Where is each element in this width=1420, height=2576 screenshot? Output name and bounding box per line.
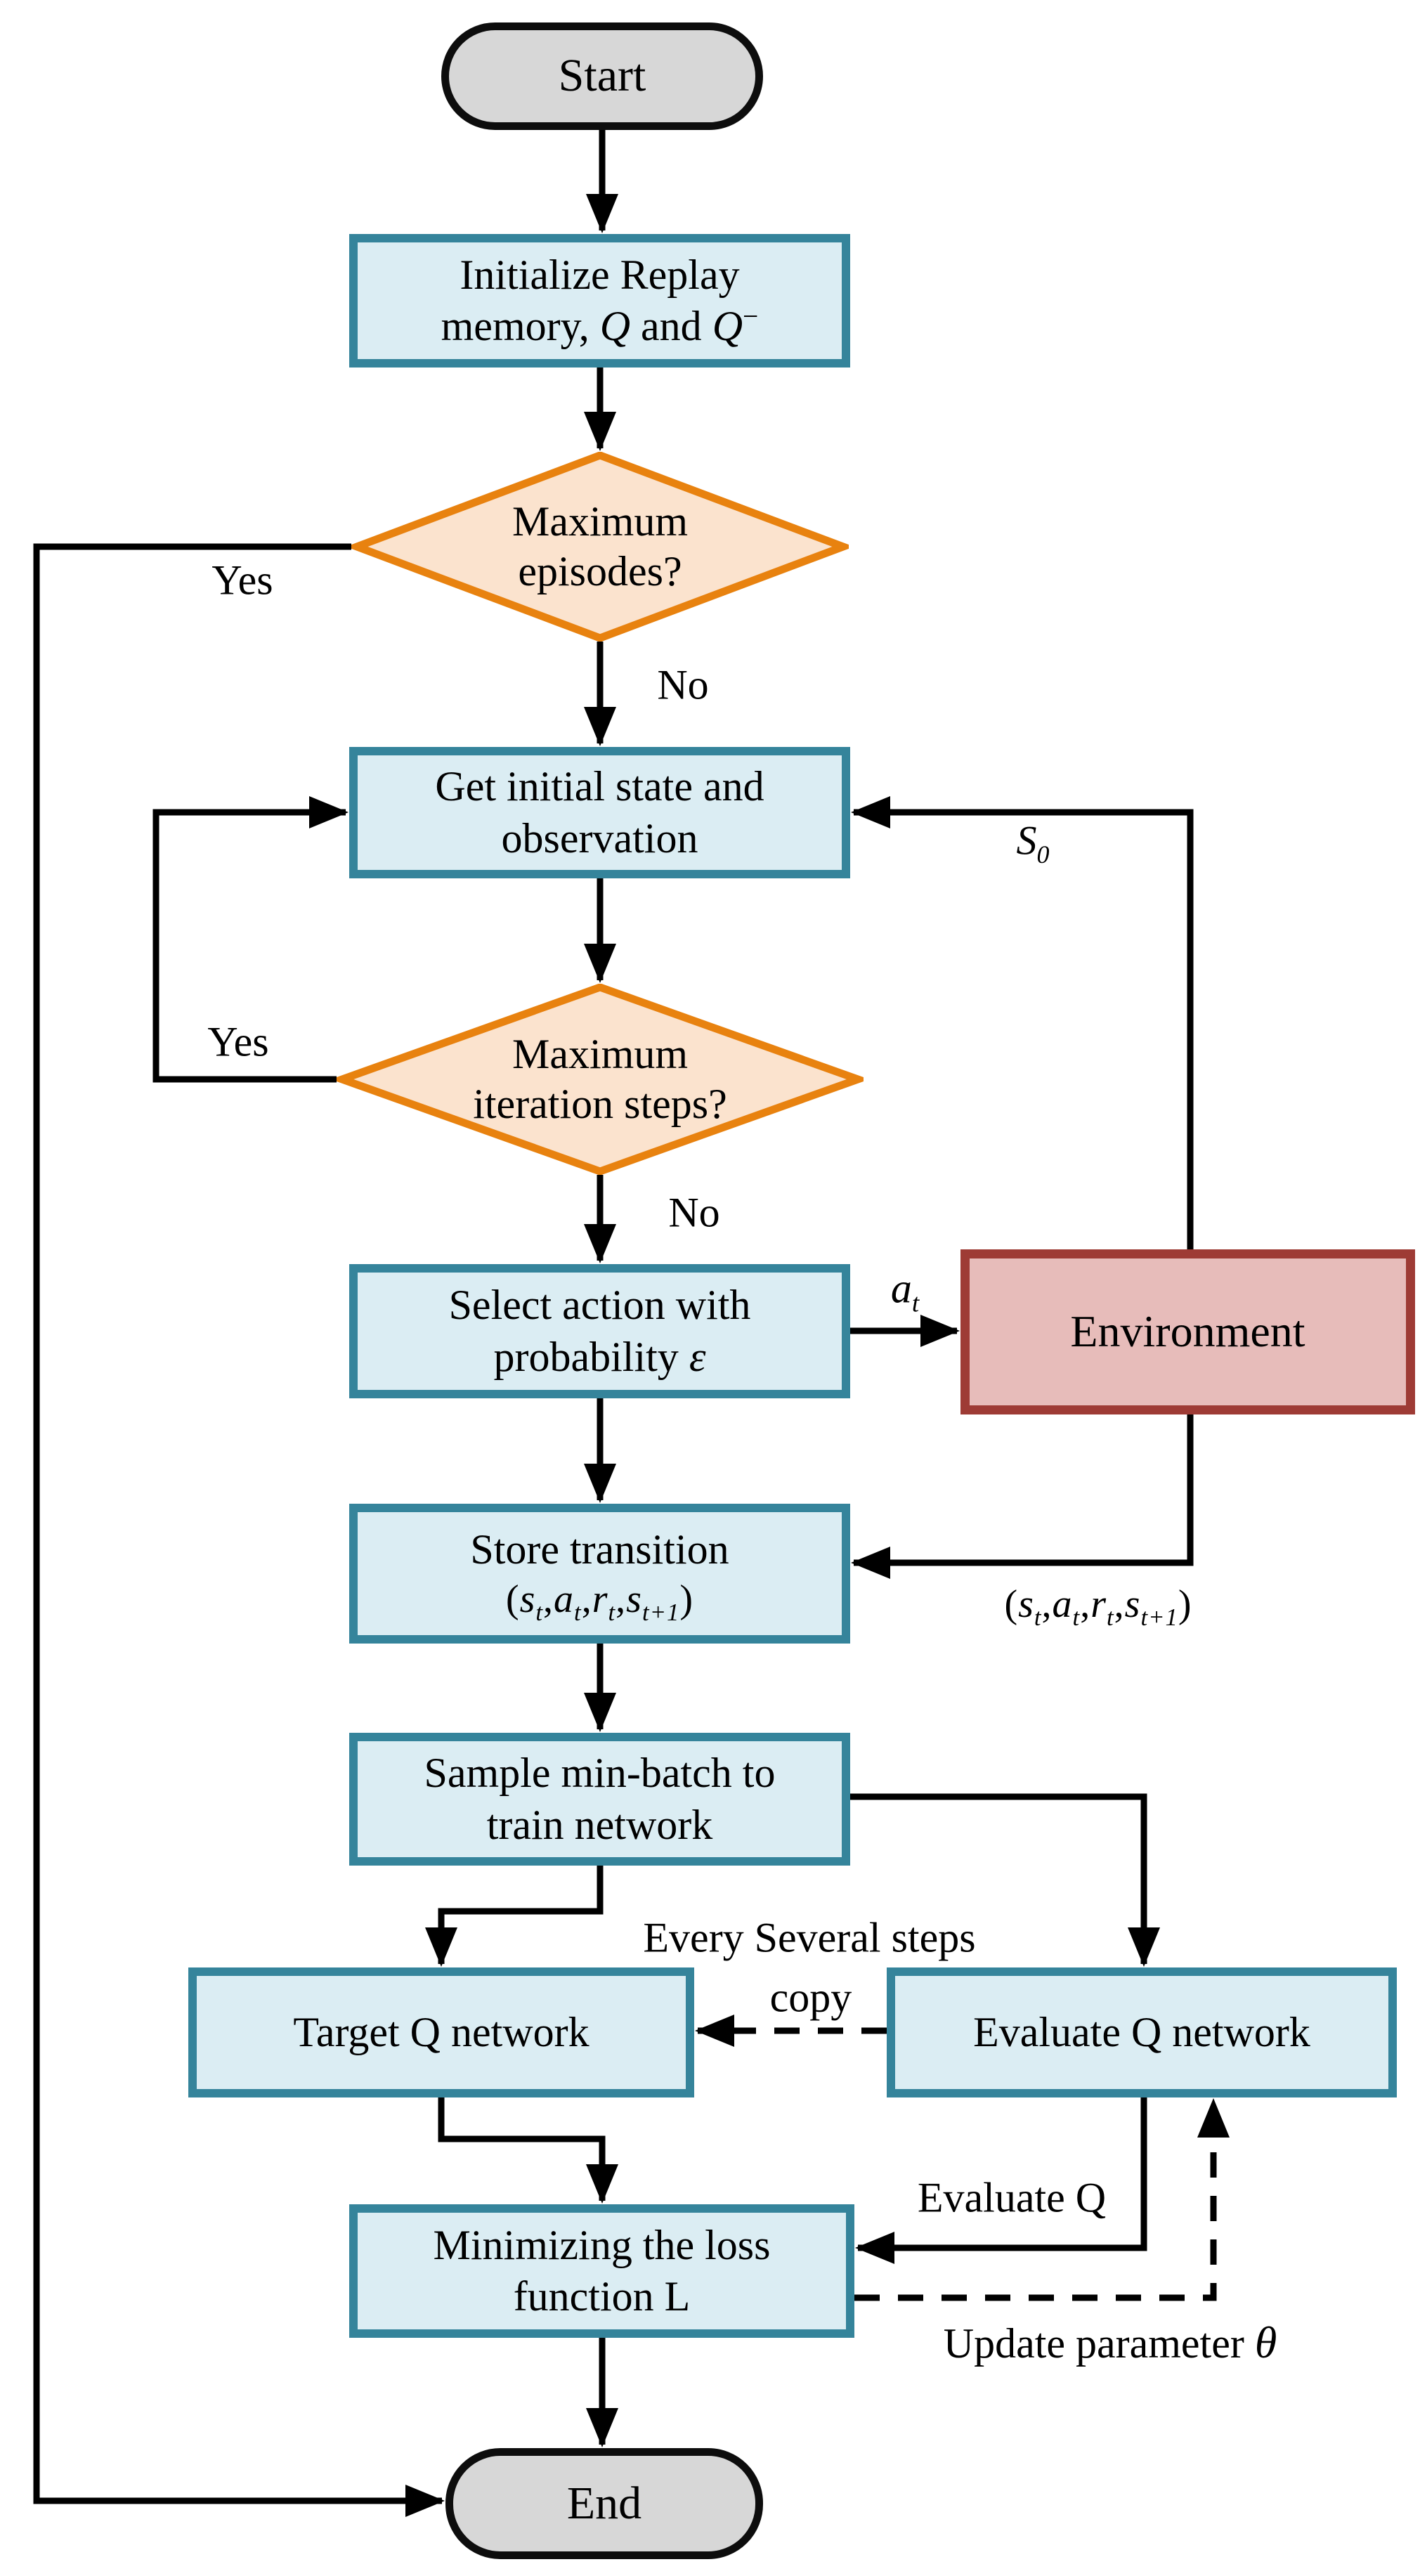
wire-iteration-yes-to-getinitial: [152, 796, 349, 1083]
target-q-label: Target Q network: [293, 2008, 590, 2055]
max-episodes-diamond-shape: [351, 452, 849, 642]
get-initial-state-node: Get initial state and observation: [349, 747, 850, 878]
environment-label: Environment: [1070, 1306, 1305, 1357]
wire-sample-to-target: [425, 1866, 604, 1967]
label-yes-iteration: Yes: [207, 1018, 269, 1065]
epsilon-symbol: ε: [689, 1333, 706, 1380]
label-update-parameter: Update parameter θ: [943, 2317, 1277, 2367]
initialize-line1: Initialize Replay: [460, 251, 740, 298]
max-episodes-decision: Maximum episodes?: [351, 452, 849, 642]
select-action-node: Select action with probability ε: [349, 1264, 850, 1398]
label-transition-tuple: (st,at,rt,st+1): [1004, 1582, 1192, 1632]
store-transition-node: Store transition (st,at,rt,st+1): [349, 1504, 850, 1644]
wire-episodes-yes-to-end: [33, 543, 445, 2517]
wire-sample-to-evaluate: [850, 1793, 1160, 1967]
max-iteration-text: Maximum iteration steps?: [473, 1031, 727, 1127]
sample-batch-node: Sample min-batch to train network: [349, 1733, 850, 1866]
end-node: End: [445, 2448, 763, 2559]
label-no-iteration: No: [668, 1189, 720, 1236]
label-every-several-steps: Every Several steps: [643, 1914, 976, 1961]
max-iteration-diamond-shape: [337, 984, 864, 1175]
wire-update-parameter-dashed: [854, 2098, 1230, 2301]
theta-symbol: θ: [1254, 2317, 1277, 2367]
label-yes-episodes: Yes: [211, 557, 273, 604]
evaluate-q-label: Evaluate Q network: [973, 2008, 1310, 2055]
initialize-line2: memory, Q and Q−: [441, 301, 759, 349]
max-iteration-decision: Maximum iteration steps?: [337, 984, 864, 1175]
label-s0: S0: [1016, 817, 1050, 869]
label-a-t: at: [890, 1265, 920, 1318]
start-node: Start: [441, 22, 763, 130]
environment-node: Environment: [960, 1249, 1415, 1414]
label-evaluate-q: Evaluate Q: [917, 2174, 1107, 2221]
target-q-network-node: Target Q network: [188, 1967, 694, 2097]
label-no-episodes: No: [657, 661, 709, 708]
minimize-loss-node: Minimizing the loss function L: [349, 2204, 854, 2338]
start-label: Start: [558, 50, 646, 102]
wire-environment-s0-to-getinitial: [851, 796, 1194, 1249]
initialize-replay-node: Initialize Replay memory, Q and Q−: [349, 234, 850, 367]
transition-tuple-inbox: (st,at,rt,st+1): [505, 1577, 694, 1627]
wire-evaluate-q-to-minimize: [855, 2097, 1147, 2264]
evaluate-q-network-node: Evaluate Q network: [887, 1967, 1397, 2097]
wire-target-to-minimize: [438, 2097, 618, 2204]
end-label: End: [566, 2477, 642, 2529]
max-episodes-text: Maximum episodes?: [512, 498, 688, 594]
label-copy: copy: [769, 1974, 852, 2021]
wire-environment-tuple-to-store: [851, 1414, 1194, 1579]
